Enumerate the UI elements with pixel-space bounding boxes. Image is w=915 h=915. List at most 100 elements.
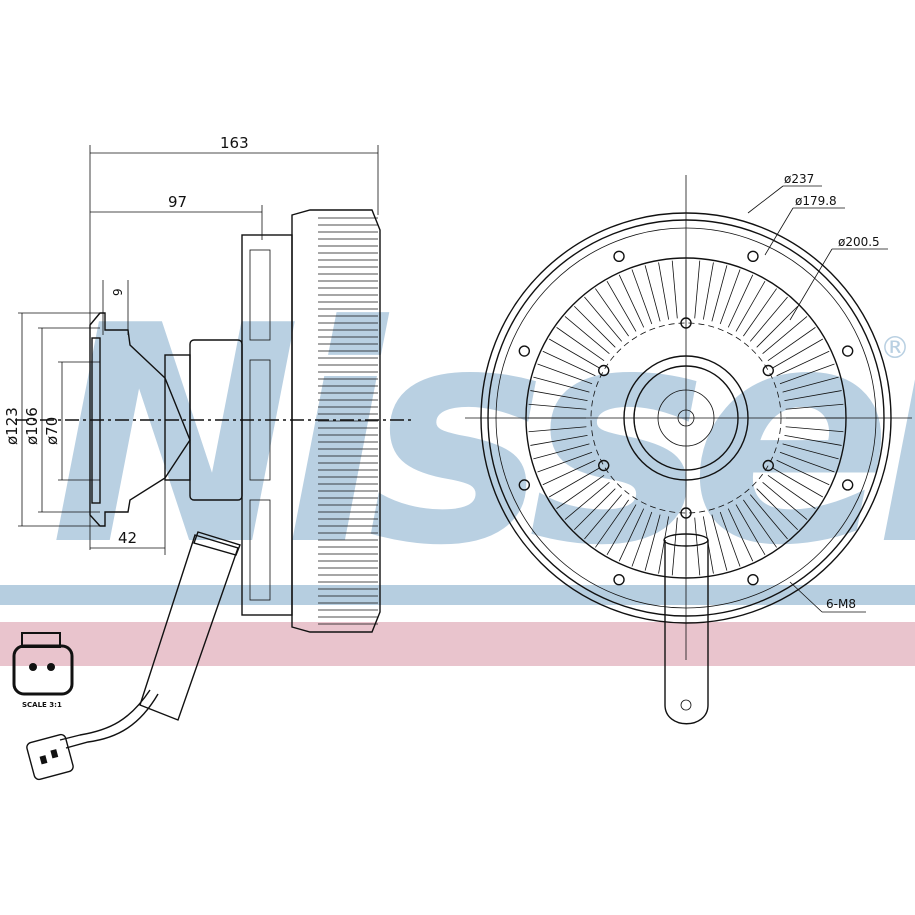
fin-line (556, 327, 605, 361)
fin-line (595, 288, 629, 337)
dim-163: 163 (220, 134, 249, 152)
fin-line (606, 504, 637, 556)
fin-line (595, 499, 629, 548)
fin-line (756, 488, 799, 531)
fin-line (644, 265, 661, 322)
bolt-hole (680, 317, 692, 329)
fin-line (530, 434, 588, 446)
cooling-fins (528, 260, 844, 576)
fin-line (776, 459, 830, 486)
bolt-hole (762, 459, 774, 472)
fin-line (694, 517, 701, 576)
registered-mark: ® (880, 331, 910, 366)
dim-dia-106: ø106 (23, 407, 41, 445)
fin-line (658, 262, 670, 320)
connector-detail: SCALE 3:1 (12, 632, 74, 709)
fin-line (564, 316, 610, 355)
fin-line (762, 481, 808, 520)
mount-hole (518, 345, 531, 357)
dim-dia-237: ø237 (784, 172, 814, 186)
bolt-hole (598, 364, 610, 377)
fin-line (573, 305, 616, 348)
fin-line (542, 350, 596, 377)
fin-line (756, 305, 799, 348)
fin-line (719, 511, 741, 567)
dim-dia-179-8: ø179.8 (795, 194, 837, 208)
dim-42: 42 (118, 529, 137, 547)
dim-dia-123: ø123 (3, 407, 21, 445)
fin-line (782, 443, 839, 460)
fin-line (618, 508, 645, 562)
fin-line (767, 475, 816, 509)
fin-line (533, 443, 590, 460)
fin-line (749, 494, 788, 540)
bolt-hole (762, 364, 774, 377)
dim-9: 9 (111, 288, 125, 296)
fin-line (711, 265, 728, 322)
fin-line (542, 459, 596, 486)
fin-line (671, 260, 678, 319)
front-view: ø237 ø179.8 ø200.5 6-M8 (465, 172, 912, 725)
fin-line (533, 376, 590, 393)
fin-line (749, 296, 788, 342)
mount-hole (613, 250, 625, 263)
mount-hole (613, 573, 625, 586)
dim-97: 97 (168, 193, 187, 211)
mount-hole (747, 573, 759, 586)
dim-dia-70: ø70 (43, 417, 61, 445)
pink-band (0, 622, 915, 666)
fin-line (767, 327, 816, 361)
fin-line (711, 514, 728, 571)
fin-line (743, 288, 777, 337)
mount-hole (841, 345, 854, 357)
fin-line (779, 363, 835, 385)
fin-line (762, 316, 808, 355)
mount-hole (518, 479, 531, 491)
fin-line (537, 363, 593, 385)
mount-hole (841, 479, 854, 491)
fin-line (772, 338, 824, 369)
fin-line (727, 274, 754, 328)
fin-line (573, 488, 616, 531)
fin-line (785, 426, 844, 433)
fin-line (618, 274, 645, 328)
fin-line (631, 269, 653, 325)
fin-line (776, 350, 830, 377)
fin-line (743, 499, 777, 548)
thread-callout: 6-M8 (826, 597, 856, 611)
fin-line (772, 467, 824, 498)
bolt-hole (598, 459, 610, 472)
fin-line (584, 494, 623, 540)
fin-line (644, 514, 661, 571)
fin-line (606, 280, 637, 332)
dim-dia-200-5: ø200.5 (838, 235, 880, 249)
fin-line (694, 260, 701, 319)
fin-line (530, 390, 588, 402)
fin-line (779, 451, 835, 473)
fin-line (735, 280, 766, 332)
fin-line (556, 475, 605, 509)
fin-line (702, 262, 714, 320)
fin-line (785, 403, 844, 410)
fin-line (784, 434, 842, 446)
fin-line (528, 426, 587, 433)
fin-line (735, 504, 766, 556)
scale-label: SCALE 3:1 (22, 701, 62, 709)
fin-line (564, 481, 610, 520)
fin-line (631, 511, 653, 567)
fan-ribs (318, 217, 378, 625)
fin-line (548, 467, 600, 498)
fin-line (671, 517, 678, 576)
fin-line (719, 269, 741, 325)
fin-line (584, 296, 623, 342)
mounting-holes (518, 250, 854, 586)
fin-line (537, 451, 593, 473)
fin-line (528, 403, 587, 410)
fin-line (784, 390, 842, 402)
bolt-hole (680, 507, 692, 519)
side-view: 163 97 9 ø123 ø106 ø70 42 (3, 134, 415, 781)
fin-line (658, 516, 670, 574)
fin-line (727, 508, 754, 562)
